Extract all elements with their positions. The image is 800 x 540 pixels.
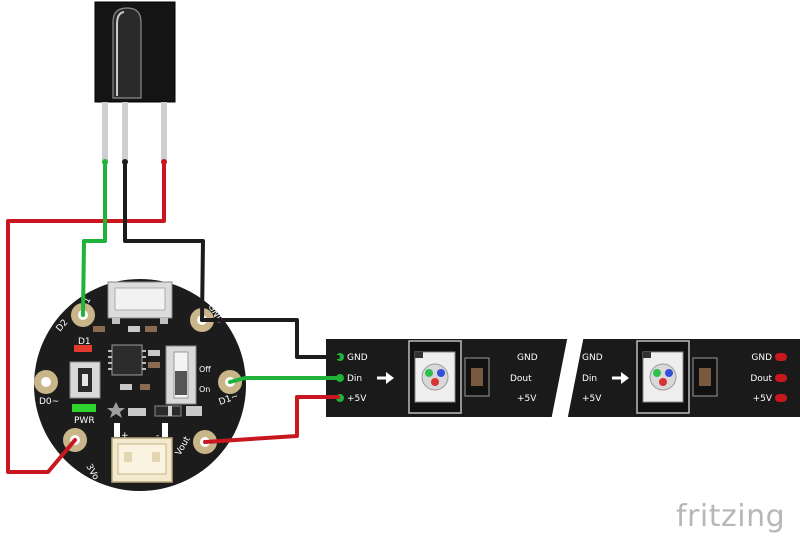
arrow-right-icon <box>377 372 394 384</box>
wire-green-ir-out <box>81 160 107 317</box>
rgb-led-2 <box>636 340 690 414</box>
seg1-dout: Dout <box>510 374 532 384</box>
silk-plus: + <box>121 431 129 441</box>
seg2-din: Din <box>582 374 597 384</box>
led-d1: D1 <box>74 337 92 352</box>
resistor-2 <box>692 357 718 397</box>
seg1-gnd-in: GND <box>347 353 368 363</box>
wire-red-5v <box>203 395 340 444</box>
switch-on-label: On <box>199 385 210 394</box>
silk-pwr: PWR <box>74 416 95 426</box>
led-strip: GND Din +5V GND Dout +5V <box>326 329 800 427</box>
seg2-gnd-out: GND <box>751 353 772 363</box>
reset-button[interactable] <box>69 361 101 399</box>
seg2-5v-out: +5V <box>753 394 773 404</box>
label-pad-top: 1 <box>82 296 94 306</box>
seg1-5v-in: +5V <box>347 394 367 404</box>
silk-minus: - <box>156 431 159 441</box>
star-icon <box>107 402 125 418</box>
microcontroller-chip <box>108 344 146 376</box>
wire-green-din <box>228 376 340 384</box>
ir-receiver <box>94 1 176 162</box>
wires <box>6 159 340 474</box>
wire-black-ir-gnd <box>123 160 205 322</box>
arrow-right-icon <box>612 372 629 384</box>
pad-d0[interactable] <box>34 370 58 394</box>
resistor-1 <box>464 357 490 397</box>
seg2-dout: Dout <box>750 374 772 384</box>
seg2-gnd-in: GND <box>582 353 603 363</box>
strip-segment-2: GND Din +5V GND Dout +5V <box>582 340 787 414</box>
seg1-din: Din <box>347 374 362 384</box>
rgb-led-1 <box>408 340 462 414</box>
seg1-5v-out: +5V <box>517 394 537 404</box>
seg1-gnd-out: GND <box>517 353 538 363</box>
wire-black-strip-gnd <box>200 318 340 359</box>
strip-segment-1: GND Din +5V GND Dout +5V <box>336 340 538 414</box>
switch-off-label: Off <box>199 365 211 374</box>
led-pwr: PWR <box>72 404 96 426</box>
power-switch[interactable]: Off On <box>165 345 211 405</box>
battery-connector[interactable]: + - <box>111 423 173 483</box>
usb-connector <box>107 281 173 324</box>
seg2-5v-in: +5V <box>582 394 602 404</box>
fritzing-watermark: fritzing <box>676 499 785 534</box>
gemma-board: D2 1 GND D0~ D1~ 3Vo Vout D1 <box>34 279 246 491</box>
label-d0: D0~ <box>39 397 59 407</box>
silk-d1: D1 <box>78 337 91 347</box>
wire-red-ir-vcc <box>6 160 166 474</box>
